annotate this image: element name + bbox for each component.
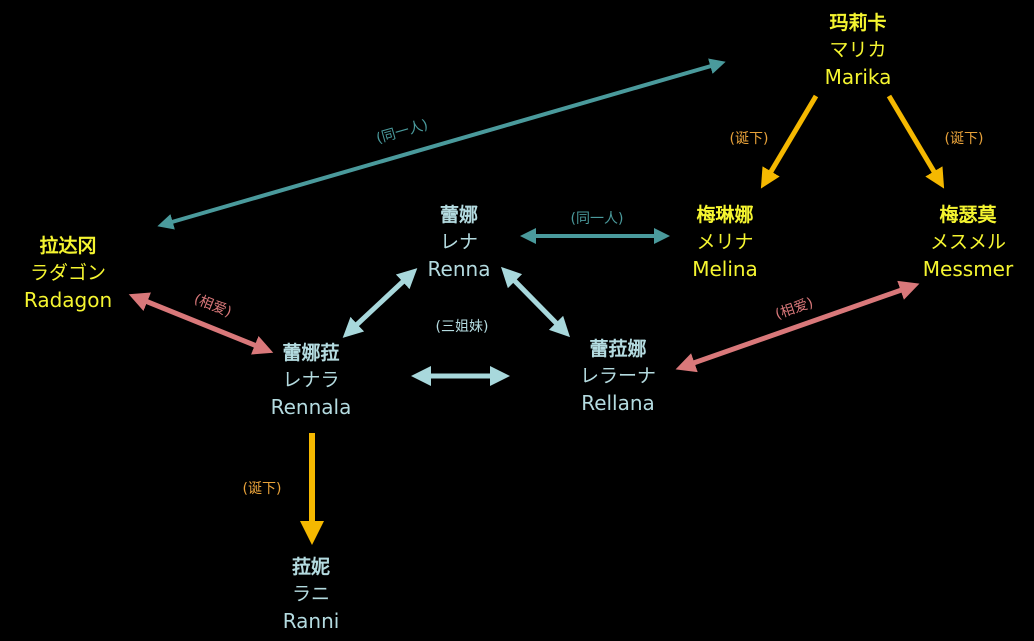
node-ranni: 菈妮 ラニ Ranni <box>283 554 340 635</box>
arrow-radagon-rennala <box>128 292 274 355</box>
label-rennala-ranni: (诞下) <box>242 481 282 497</box>
name-en: Radagon <box>23 288 113 312</box>
node-messmer: 梅瑟莫 メスメル Messmer <box>923 202 1013 283</box>
name-en: Renna <box>427 257 491 281</box>
name-ja: ラダゴン <box>29 262 106 284</box>
name-zh: 蕾菈娜 <box>589 338 647 360</box>
arrow-marika-messmer <box>886 94 945 189</box>
name-ja: レラーナ <box>579 365 657 387</box>
arrow-rellana-messmer <box>675 280 920 373</box>
name-zh: 梅瑟莫 <box>939 204 997 226</box>
node-renna: 蕾娜 レナ Renna <box>428 202 491 283</box>
name-en: Rennala <box>270 395 352 419</box>
label-renna-melina: (同一人) <box>570 211 624 227</box>
arrow-marika-radagon <box>157 58 726 230</box>
label-marika-melina: (诞下) <box>729 131 769 147</box>
name-ja: メスメル <box>929 231 1007 253</box>
name-zh: 菈妮 <box>291 556 330 578</box>
node-melina: 梅琳娜 メリナ Melina <box>692 202 758 283</box>
name-zh: 蕾娜菈 <box>282 342 340 364</box>
name-ja: メリナ <box>696 231 754 253</box>
label-marika-messmer: (诞下) <box>944 131 984 147</box>
name-en: Messmer <box>922 257 1014 281</box>
name-en: Marika <box>824 65 892 89</box>
name-en: Rellana <box>581 391 655 415</box>
arrow-marika-melina <box>760 94 819 189</box>
name-ja: レナラ <box>282 369 340 391</box>
arrow-renna-rennala <box>342 268 418 338</box>
name-en: Melina <box>692 257 758 281</box>
node-radagon: 拉达冈 ラダゴン Radagon <box>24 233 112 314</box>
name-ja: レナ <box>439 231 479 253</box>
name-zh: 拉达冈 <box>39 235 97 257</box>
arrow-renna-rellana <box>500 266 571 338</box>
name-en: Ranni <box>282 609 340 633</box>
name-ja: ラニ <box>291 583 330 605</box>
name-zh: 蕾娜 <box>439 204 479 226</box>
node-rellana: 蕾菈娜 レラーナ Rellana <box>580 336 656 417</box>
name-ja: マリカ <box>829 39 887 61</box>
label-sisters: (三姐妹) <box>435 319 489 335</box>
node-rennala: 蕾娜菈 レナラ Rennala <box>271 340 352 421</box>
name-zh: 玛莉卡 <box>829 12 887 34</box>
node-marika: 玛莉卡 マリカ Marika <box>825 10 892 91</box>
name-zh: 梅琳娜 <box>696 204 754 226</box>
